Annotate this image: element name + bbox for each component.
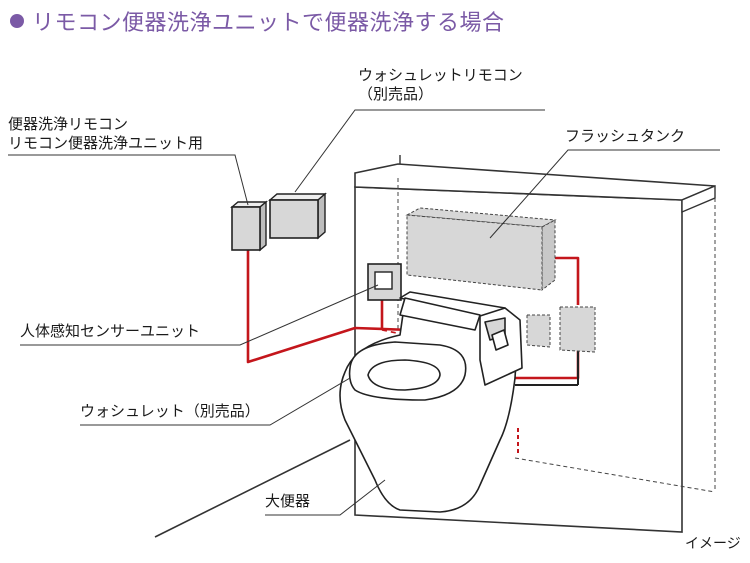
label-flush-remote: 便器洗浄リモコン リモコン便器洗浄ユニット用 [8, 115, 203, 153]
label-washlet-remote-line2: （別売品） [358, 85, 434, 103]
flush-remote-box [230, 200, 268, 252]
leader-flush-remote [8, 154, 249, 206]
label-flush-remote-line2: リモコン便器洗浄ユニット用 [8, 134, 204, 152]
hidden-outline-bottom [514, 457, 716, 493]
label-image-note: イメージ [685, 536, 741, 552]
page-title-text: リモコン便器洗浄ユニットで便器洗浄する場合 [32, 11, 505, 36]
bullet-dot-icon [10, 14, 24, 28]
toilet-bowl [339, 291, 523, 513]
leader-sensor [20, 284, 379, 346]
label-washlet-remote: ウォシュレットリモコン （別売品） [358, 66, 523, 104]
label-flush-tank: フラッシュタンク [565, 127, 686, 145]
label-washlet: ウォシュレット（別売品） [80, 402, 260, 420]
controller-unit-small [526, 314, 551, 348]
controller-unit [559, 306, 596, 353]
label-sensor-unit: 人体感知センサーユニット [20, 322, 201, 340]
leader-washlet [80, 377, 351, 426]
leader-washlet-remote [294, 109, 545, 193]
floor-line-left [154, 439, 351, 538]
wire-tank-to-controller [555, 256, 580, 305]
leader-toilet [265, 479, 386, 516]
flush-tank [405, 207, 557, 292]
label-flush-remote-line1: 便器洗浄リモコン [8, 115, 129, 133]
page-title: リモコン便器洗浄ユニットで便器洗浄する場合 [10, 4, 505, 38]
sensor-unit-box [367, 263, 402, 301]
label-toilet-bowl: 大便器 [265, 492, 311, 510]
label-washlet-remote-line1: ウォシュレットリモコン [358, 66, 523, 84]
washlet-remote-box [268, 192, 327, 240]
leader-lines [8, 109, 720, 516]
leader-flush-tank [489, 149, 720, 239]
